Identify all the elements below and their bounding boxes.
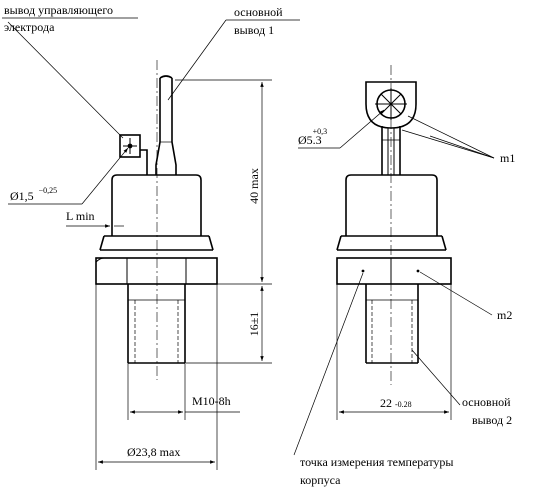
main-lead-2-leader xyxy=(411,349,461,406)
m1-leader xyxy=(401,115,495,159)
temp-point-label-1: точка измерения температуры xyxy=(300,455,453,469)
dim-thread xyxy=(127,363,240,420)
left-stud xyxy=(127,284,186,364)
dim-diameter-label: Ø23,8 max xyxy=(127,445,180,459)
right-lug xyxy=(365,81,417,129)
dim-flats-tol: -0.28 xyxy=(395,400,412,409)
dim-gate-hole xyxy=(8,147,129,205)
right-body xyxy=(336,174,447,251)
dim-40-max xyxy=(175,79,272,285)
main-lead-1-leader xyxy=(167,19,300,101)
right-view: 22 -0.28 Ø5.3 +0,3 m1 m2 основной выво xyxy=(293,65,515,487)
lug-hole-dia: Ø5.3 xyxy=(298,133,322,147)
gate-lead-label-2: электрода xyxy=(4,20,55,34)
gate-lead-leader xyxy=(2,17,138,139)
main-lead-1-label-1: основной xyxy=(234,5,283,19)
dim-16-label: 16±1 xyxy=(247,312,261,337)
m2-leader xyxy=(419,271,493,316)
dim-flats xyxy=(336,284,452,420)
gate-hole-tol: −0,25 xyxy=(39,186,58,195)
lug-hole-tol: +0,3 xyxy=(313,127,328,136)
left-body xyxy=(99,174,214,251)
dim-thread-label: M10-8h xyxy=(192,394,231,408)
dim-l-min xyxy=(66,200,124,232)
l-min-label: L min xyxy=(66,209,95,223)
dim-16 xyxy=(186,286,272,364)
dim-40-label: 40 max xyxy=(247,168,261,204)
gate-hole-label: Ø1,5 −0,25 xyxy=(10,186,57,203)
left-hex-flange xyxy=(95,257,218,285)
left-view: 40 max 16±1 M10-8h Ø23,8 max L min xyxy=(2,3,300,470)
m2-label: m2 xyxy=(497,308,512,322)
main-lead-1-label-2: вывод 1 xyxy=(234,23,274,37)
dim-diameter xyxy=(95,284,218,470)
dim-flats-value: 22 xyxy=(380,396,392,410)
main-lead-1-terminal xyxy=(155,75,177,175)
lug-hole-leader xyxy=(298,109,385,149)
main-lead-2-label-1: основной xyxy=(462,395,511,409)
lug-hole-label: Ø5.3 +0,3 xyxy=(298,127,327,147)
gate-terminal xyxy=(119,134,148,175)
temp-point-label-2: корпуса xyxy=(300,473,341,487)
right-stud xyxy=(365,284,419,364)
right-neck xyxy=(381,126,401,175)
temp-point-leader xyxy=(293,272,364,456)
dim-flats-label: 22 -0.28 xyxy=(380,396,412,410)
m1-label: m1 xyxy=(500,151,515,165)
main-lead-2-label-2: вывод 2 xyxy=(472,413,512,427)
right-hex-flange xyxy=(336,257,452,285)
gate-hole-dia: Ø1,5 xyxy=(10,189,34,203)
gate-lead-label-1: вывод управляющего xyxy=(4,3,113,17)
